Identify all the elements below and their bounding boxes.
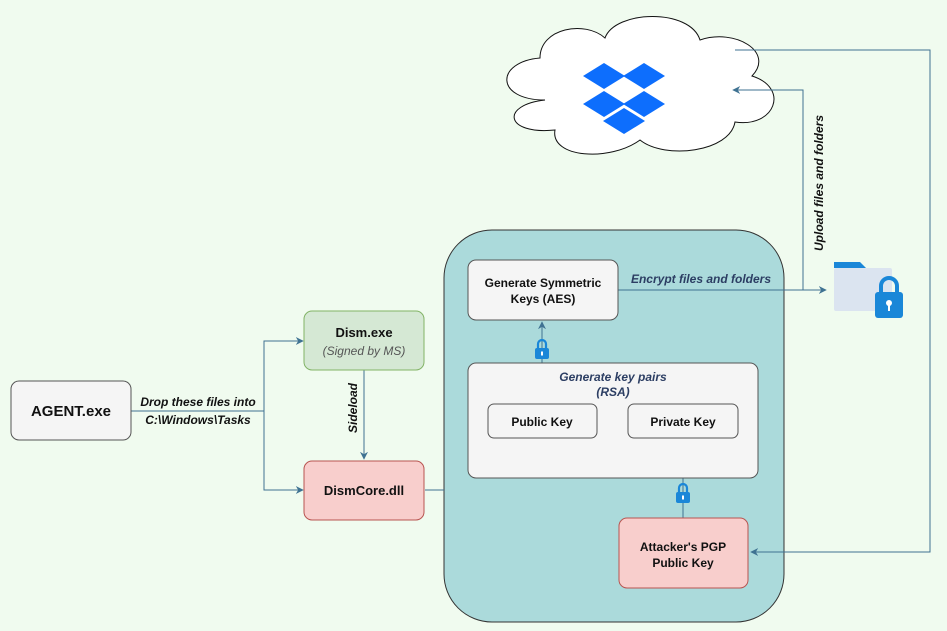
edge-cloud-to-pgp: [735, 49, 931, 556]
dismcore-node: [303, 460, 425, 521]
edge-to-dism: [263, 337, 304, 411]
dism-subtitle: (Signed by MS): [323, 344, 406, 358]
gen-sym-node: [467, 259, 619, 321]
keypairs-node: [467, 362, 759, 479]
keypairs-line2: (RSA): [596, 385, 629, 399]
private-key-label: Private Key: [650, 415, 716, 429]
keypairs-line1: Generate key pairs: [559, 370, 667, 384]
edge-to-dismcore: [263, 411, 304, 494]
drop-label-line1: Drop these files into: [140, 395, 255, 409]
edge-upload: [732, 86, 804, 290]
pgp-key-node: [618, 517, 749, 589]
gen-sym-line1: Generate Symmetric: [485, 276, 602, 290]
drop-label-line2: C:\Windows\Tasks: [145, 413, 251, 427]
private-key-node: [627, 403, 739, 439]
dism-title: Dism.exe: [335, 325, 392, 340]
locked-folder-icon: [834, 262, 903, 318]
agent-node: [10, 380, 132, 441]
dropbox-icon: [583, 63, 665, 134]
public-key-node: [487, 403, 598, 439]
dism-node: [303, 310, 425, 371]
upload-label: Upload files and folders: [812, 115, 826, 251]
pgp-line2: Public Key: [652, 556, 714, 570]
sideload-label: Sideload: [346, 382, 360, 433]
encrypt-label: Encrypt files and folders: [631, 272, 771, 286]
dismcore-label: DismCore.dll: [324, 483, 404, 498]
public-key-label: Public Key: [511, 415, 573, 429]
gen-sym-line2: Keys (AES): [511, 292, 576, 306]
pgp-line1: Attacker's PGP: [640, 540, 726, 554]
agent-label: AGENT.exe: [31, 403, 111, 420]
